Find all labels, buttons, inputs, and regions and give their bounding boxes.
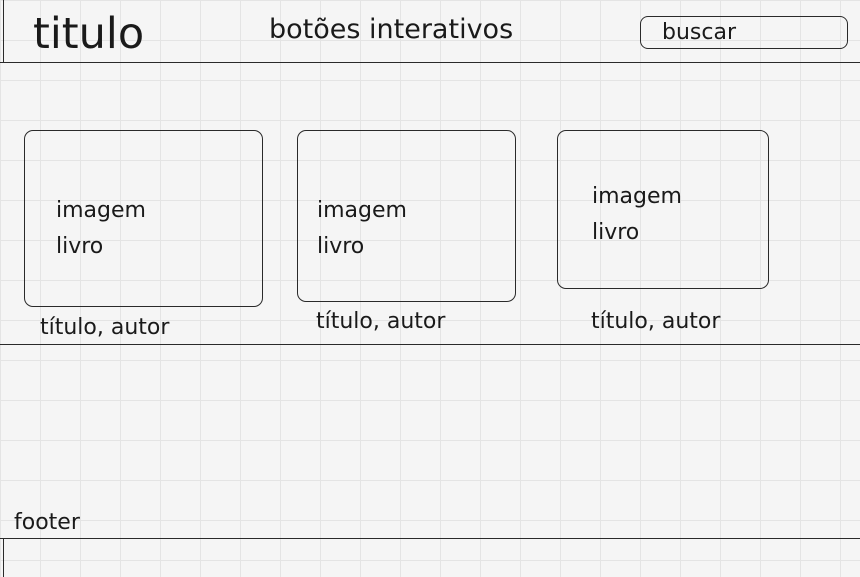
book-caption: título, autor [316,309,446,334]
book-image-placeholder: imagem livro [557,130,769,289]
book-caption: título, autor [40,315,170,340]
header-divider [0,62,860,63]
book-image-label: imagem livro [56,198,146,259]
content-divider [0,344,860,345]
book-image-placeholder: imagem livro [24,130,263,307]
left-border-lower [3,538,4,577]
footer-divider [0,538,860,539]
interactive-buttons-area[interactable]: botões interativos [269,14,514,45]
book-caption: título, autor [591,309,721,334]
page-title: titulo [33,9,145,59]
book-image-label: imagem livro [592,184,682,245]
left-border [3,0,4,62]
footer-label: footer [14,510,80,535]
book-image-label: imagem livro [317,198,407,259]
book-image-placeholder: imagem livro [297,130,516,302]
search-input[interactable]: buscar [640,16,848,49]
